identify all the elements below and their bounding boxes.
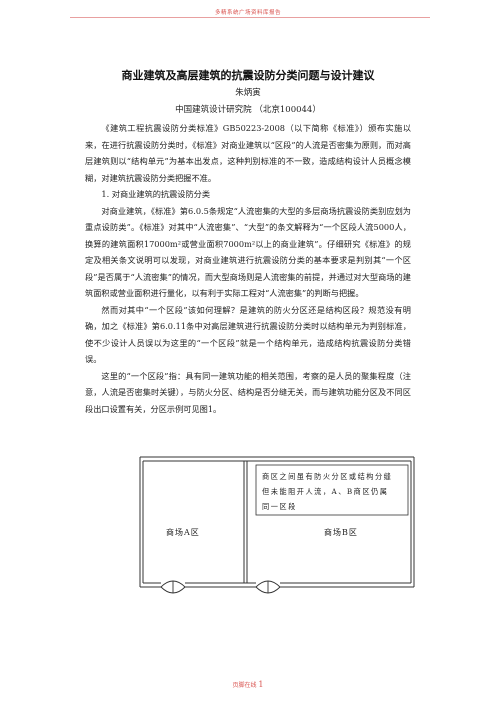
author: 朱炳寅	[235, 88, 261, 98]
note-line-2: 但未能阻开人流，A、B商区仍属	[262, 487, 388, 496]
paragraph-commercial: 对商业建筑，《标准》第6.0.5条规定“人流密集的大型的多层商场抗震设防类别应划…	[85, 205, 411, 299]
page-header: 多精系统广场资料库报告	[214, 10, 281, 16]
exit-door-middle	[255, 580, 281, 594]
page-number: 1	[258, 680, 264, 689]
paragraph-intro: 《建筑工程抗震设防分类标准》GB50223-2008（以下简称《标准》）颁布实施…	[85, 123, 411, 183]
building-outline	[139, 456, 415, 588]
affiliation: 中国建筑设计研究院 （北京100044）	[175, 105, 321, 115]
body-text: 《建筑工程抗震设防分类标准》GB50223-2008（以下简称《标准》）颁布实施…	[85, 120, 411, 417]
footer-label: 页脚在线	[232, 682, 257, 689]
note-line-1: 商区之间虽有防火分区或结构分缝	[262, 472, 392, 481]
page-footer: 页脚在线 1	[0, 680, 496, 689]
note-line-3: 同一区段	[262, 502, 297, 511]
exit-door-left	[160, 580, 186, 594]
paragraph-zone-definition: 这里的“一个区段”指：具有同一建筑功能的相关范围，考察的是人员的聚集程度（注意，…	[85, 370, 411, 414]
paper-title: 商业建筑及高层建筑的抗震设防分类问题与设计建议	[121, 69, 375, 82]
zone-b-label: 商场B区	[324, 527, 358, 537]
section-heading: 1. 对商业建筑的抗震设防分类	[101, 189, 211, 199]
header-rule	[70, 17, 430, 18]
note-box: 商区之间虽有防火分区或结构分缝 但未能阻开人流，A、B商区仍属 同一区段	[255, 464, 409, 516]
zone-a-label: 商场A区	[166, 527, 200, 537]
paragraph-zone-question: 然而对其中“一个区段”该如何理解？是建筑的防火分区还是结构区段？规范没有明确，加…	[85, 304, 411, 365]
figure-1-zone-diagram: 商区之间虽有防火分区或结构分缝 但未能阻开人流，A、B商区仍属 同一区段 商场A…	[139, 456, 415, 594]
